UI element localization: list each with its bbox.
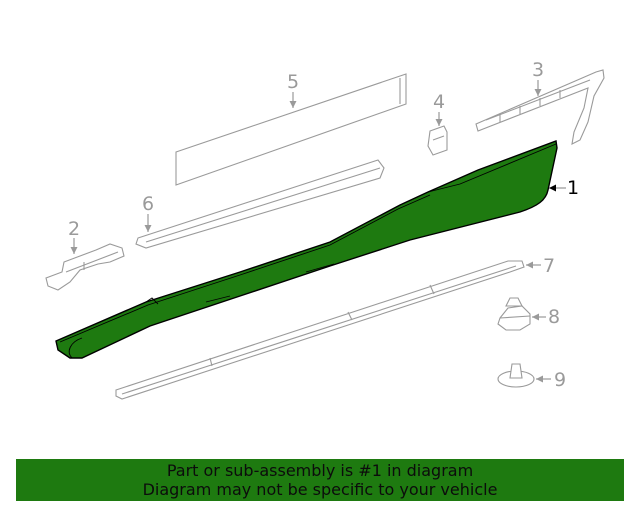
footer-line-1: Part or sub-assembly is #1 in diagram [166,461,474,480]
part-4-clip [427,125,448,156]
footer-banner: Part or sub-assembly is #1 in diagram Di… [16,459,624,501]
part-2-bracket [45,243,125,291]
callout-9: 9 [554,369,566,391]
footer-line-2: Diagram may not be specific to your vehi… [142,480,498,499]
callout-3: 3 [532,59,544,81]
part-9-retainer [497,363,535,388]
part-1-rocker-panel [55,140,558,359]
callout-5: 5 [287,71,299,93]
callout-8: 8 [548,306,560,328]
callout-4: 4 [433,91,445,113]
part-8-push-nut [497,297,531,331]
part-5-molding [175,73,407,186]
callout-7: 7 [543,255,555,277]
part-6-trim-strip [135,159,385,249]
callout-6: 6 [142,193,154,215]
part-3-bracket [475,69,605,145]
callout-1: 1 [567,177,579,199]
callout-2: 2 [68,218,80,240]
part-7-extension [115,260,525,400]
